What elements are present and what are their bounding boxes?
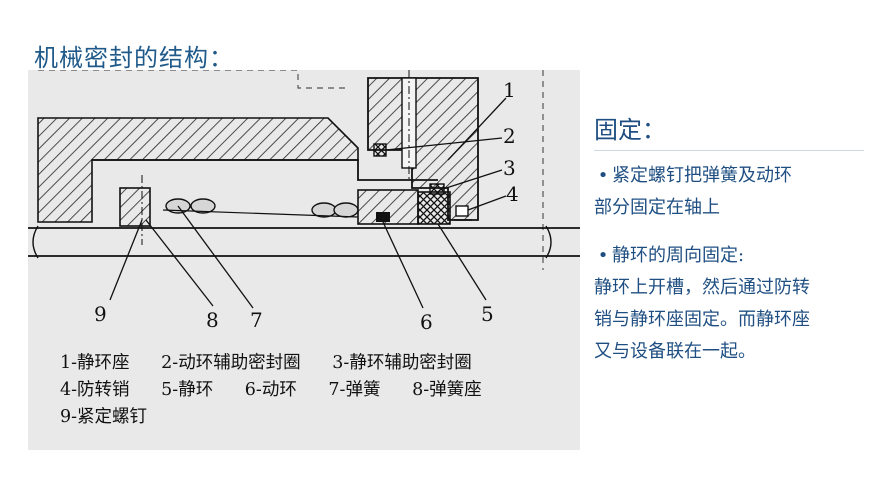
callout-3: 3 [503,156,516,180]
right-heading: 固定： [594,116,666,144]
bullet-line: 静环上开槽，然后通过防转 [594,277,810,298]
callout-2: 2 [503,124,516,148]
rotating-ring-seal-ring [376,212,390,222]
leader-lines [109,97,507,309]
bullet-fasten-screw: •紧定螺钉把弹簧及动环 部分固定在轴上 [594,160,879,224]
callout-6: 6 [420,310,433,334]
callout-1: 1 [503,78,516,102]
mechanical-seal-drawing [28,70,580,309]
right-panel: 固定： •紧定螺钉把弹簧及动环 部分固定在轴上 •静环的周向固定: 静环上开槽，… [594,0,884,500]
spring [165,198,359,218]
legend-item: 6-动环 [244,380,297,400]
bullet-line: 销与静环座固定。而静环座 [594,309,810,330]
callout-5: 5 [481,302,494,326]
shaft [28,227,580,257]
legend-item: 1-静环座 [60,353,130,373]
bullet-static-ring-fixing: •静环的周向固定: 静环上开槽，然后通过防转 销与静环座固定。而静环座 又与设备… [594,240,879,368]
legend-line-1: 1-静环座 2-动环辅助密封圈 3-静环辅助密封圈 [60,350,590,377]
seal-cavity [92,159,438,181]
legend-item: 3-静环辅助密封圈 [332,353,472,373]
legend-item: 4-防转销 [60,380,130,400]
bullet-line: •紧定螺钉把弹簧及动环 [594,160,879,192]
bullet-dot: • [597,165,609,186]
legend-item: 9-紧定螺钉 [60,407,148,427]
bullet-line: •静环的周向固定: [594,240,879,272]
legend-line-2: 4-防转销 5-静环 6-动环 7-弹簧 8-弹簧座 [60,377,590,404]
bullet-dot: • [597,245,609,266]
static-ring [417,191,451,225]
anti-rotation-pin [454,205,472,221]
rotating-ring-aux-seal [373,143,387,157]
callout-9: 9 [94,302,107,326]
callout-7: 7 [250,308,263,332]
callout-4: 4 [506,182,519,206]
housing-dashed-boundary [38,70,348,89]
callout-8: 8 [206,308,219,332]
legend-item: 7-弹簧 [328,380,381,400]
bullet-line: 又与设备联在一起。 [594,341,756,362]
legend-line-3: 9-紧定螺钉 [60,404,590,431]
bullet-line: 部分固定在轴上 [594,197,720,218]
slide-title: 机械密封的结构： [34,44,234,72]
mechanical-seal-figure: 1 2 3 4 5 6 7 8 9 1-静环座 2-动环辅助密封圈 3-静环辅助… [28,70,580,450]
legend-item: 2-动环辅助密封圈 [161,353,301,373]
legend-item: 8-弹簧座 [412,380,482,400]
bullet-text: 静环的周向固定: [612,245,745,266]
bullet-text: 紧定螺钉把弹簧及动环 [612,165,792,186]
legend-item: 5-静环 [161,380,214,400]
heading-divider [594,150,864,151]
spring-seat [119,187,151,227]
parts-legend: 1-静环座 2-动环辅助密封圈 3-静环辅助密封圈 4-防转销 5-静环 6-动… [60,350,590,431]
